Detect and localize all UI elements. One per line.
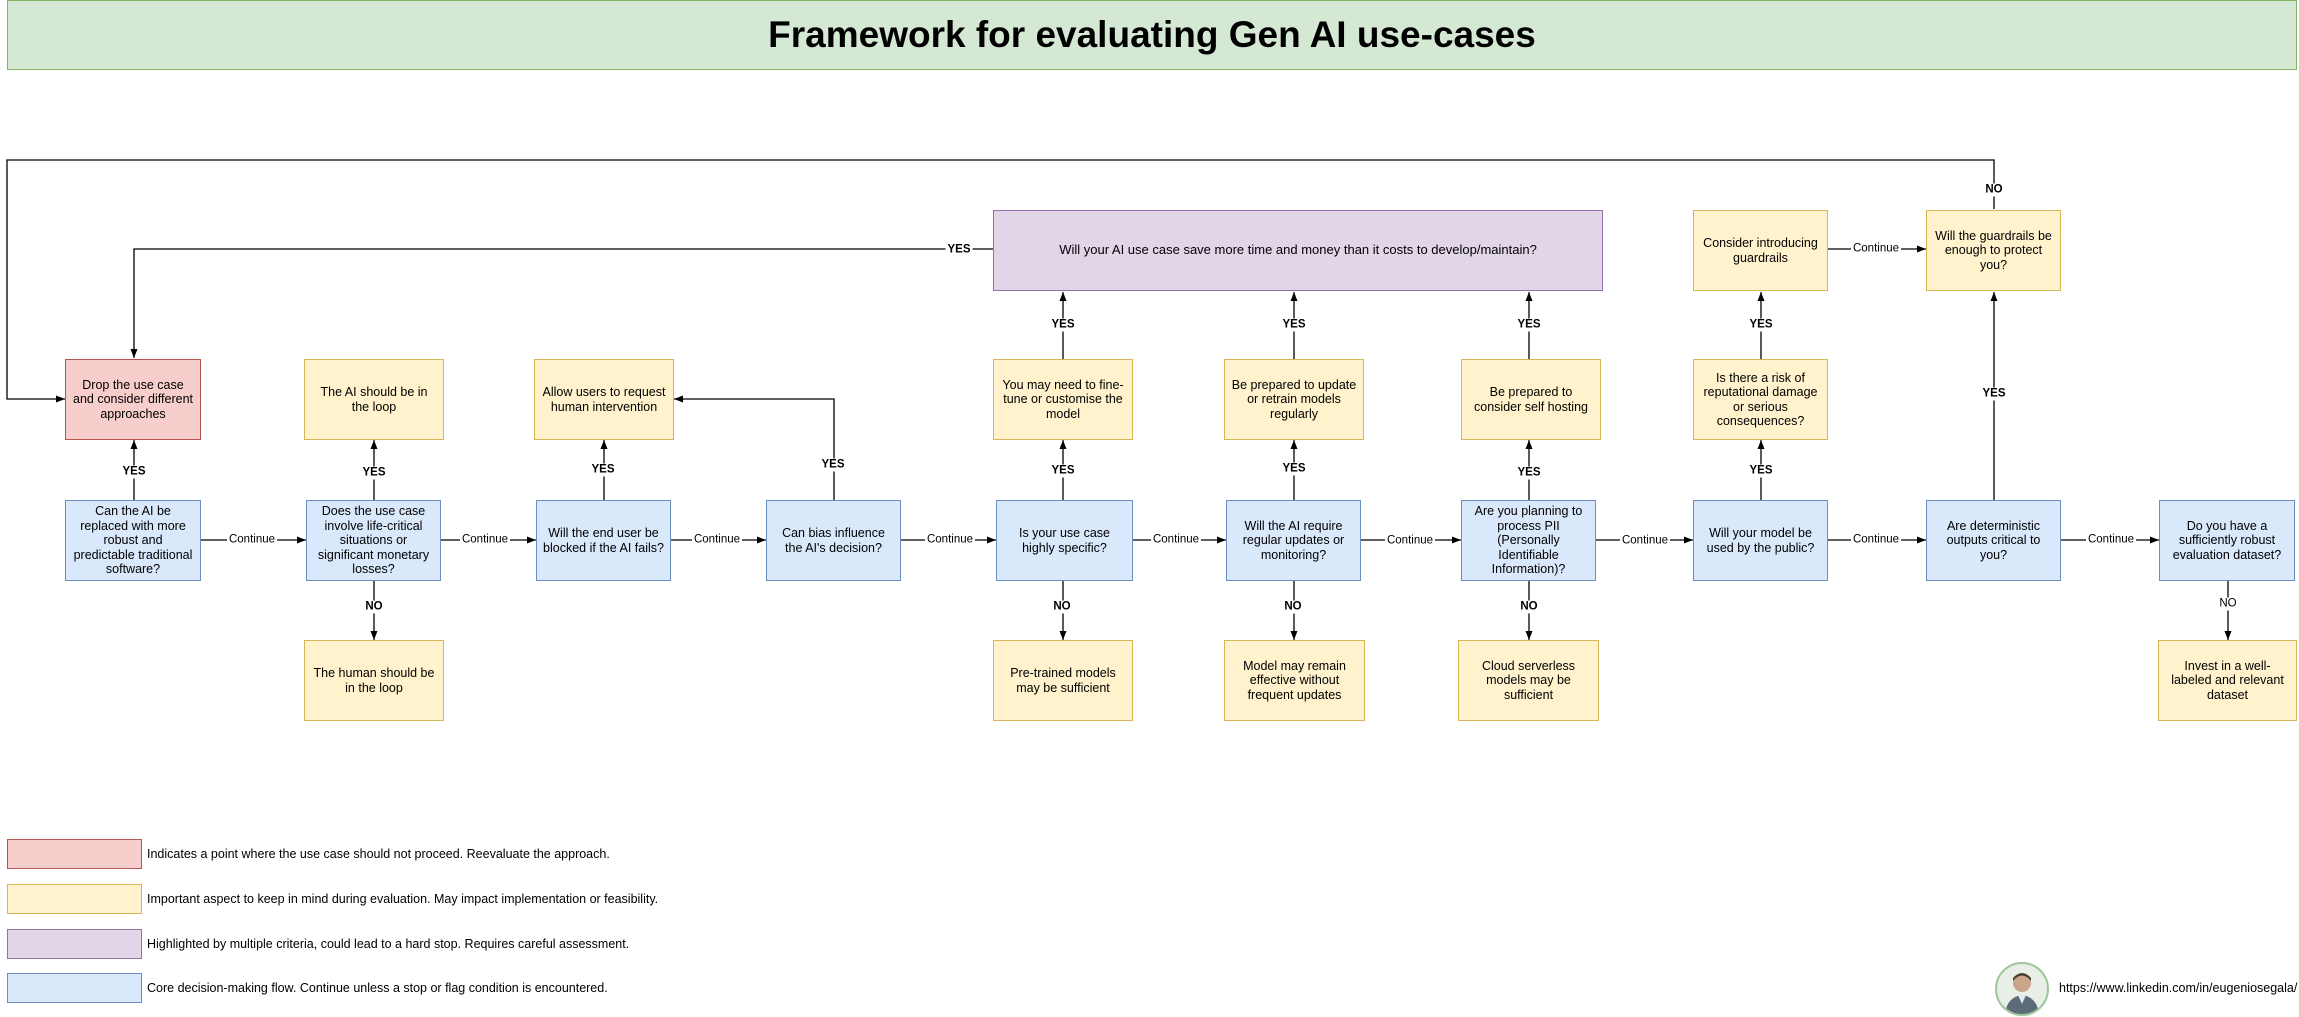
edge-label-yes: YES bbox=[1747, 464, 1775, 478]
edge-label-continue: Continue bbox=[226, 533, 278, 547]
serverless-box: Cloud serverless models may be sufficien… bbox=[1458, 640, 1599, 721]
legend-text-warning: Important aspect to keep in mind during … bbox=[147, 892, 659, 906]
edge-label-no: NO bbox=[1051, 600, 1073, 614]
avatar bbox=[1995, 962, 2049, 1016]
edge-label-no: NO bbox=[1518, 600, 1540, 614]
edge-label-continue: Continue bbox=[1619, 534, 1671, 548]
edge-label-yes: YES bbox=[819, 458, 847, 472]
question-replace-box: Can the AI be replaced with more robust … bbox=[65, 500, 201, 581]
edge-label-yes: YES bbox=[1280, 318, 1308, 332]
edge-label-continue: Continue bbox=[1384, 534, 1436, 548]
edge-label-yes: YES bbox=[589, 463, 617, 477]
edge-label-continue: Continue bbox=[2085, 533, 2137, 547]
edge-label-yes: YES bbox=[360, 466, 388, 480]
question-specific-box: Is your use case highly specific? bbox=[996, 500, 1133, 581]
question-guardrails-enough-box: Will the guardrails be enough to protect… bbox=[1926, 210, 2061, 291]
legend-swatch-highlight bbox=[7, 929, 142, 959]
edge-label-continue: Continue bbox=[691, 533, 743, 547]
edge-label-yes: YES bbox=[1747, 318, 1775, 332]
reputational-risk-box: Is there a risk of reputational damage o… bbox=[1693, 359, 1828, 440]
edge-label-continue: Continue bbox=[1150, 533, 1202, 547]
edge-label-continue: Continue bbox=[459, 533, 511, 547]
pretrained-box: Pre-trained models may be sufficient bbox=[993, 640, 1133, 721]
self-hosting-box: Be prepared to consider self hosting bbox=[1461, 359, 1601, 440]
legend-swatch-warning bbox=[7, 884, 142, 914]
drop-use-case-box: Drop the use case and consider different… bbox=[65, 359, 201, 440]
edge-label-yes: YES bbox=[120, 465, 148, 479]
edge-label-yes: YES bbox=[945, 243, 973, 257]
question-life-critical-box: Does the use case involve life-critical … bbox=[306, 500, 441, 581]
ai-in-loop-box: The AI should be in the loop bbox=[304, 359, 444, 440]
invest-dataset-box: Invest in a well-labeled and relevant da… bbox=[2158, 640, 2297, 721]
question-blocked-box: Will the end user be blocked if the AI f… bbox=[536, 500, 671, 581]
question-deterministic-box: Are deterministic outputs critical to yo… bbox=[1926, 500, 2061, 581]
legend-text-stop: Indicates a point where the use case sho… bbox=[147, 847, 610, 861]
human-in-loop-box: The human should be in the loop bbox=[304, 640, 444, 721]
allow-intervention-box: Allow users to request human interventio… bbox=[534, 359, 674, 440]
legend-swatch-stop bbox=[7, 839, 142, 869]
save-time-money-box: Will your AI use case save more time and… bbox=[993, 210, 1603, 291]
edge-label-yes: YES bbox=[1515, 318, 1543, 332]
edge-label-no: NO bbox=[1282, 600, 1304, 614]
title-banner: Framework for evaluating Gen AI use-case… bbox=[7, 0, 2297, 70]
question-dataset-box: Do you have a sufficiently robust evalua… bbox=[2159, 500, 2295, 581]
question-pii-box: Are you planning to process PII (Persona… bbox=[1461, 500, 1596, 581]
edge-label-yes: YES bbox=[1515, 466, 1543, 480]
edge-label-yes: YES bbox=[1049, 318, 1077, 332]
edge-save-drop bbox=[130, 248, 993, 358]
edge-label-no: NO bbox=[1983, 183, 2005, 197]
edge-label-yes: YES bbox=[1980, 387, 2008, 401]
retrain-box: Be prepared to update or retrain models … bbox=[1224, 359, 1364, 440]
profile-link[interactable]: https://www.linkedin.com/in/eugeniosegal… bbox=[2059, 981, 2298, 995]
edge-label-yes: YES bbox=[1280, 462, 1308, 476]
edge-bias-allow bbox=[674, 395, 835, 500]
consider-guardrails-box: Consider introducing guardrails bbox=[1693, 210, 1828, 291]
edge-label-no: NO bbox=[2217, 597, 2239, 611]
edge-label-continue: Continue bbox=[1850, 533, 1902, 547]
edge-label-continue: Continue bbox=[1850, 242, 1902, 256]
no-updates-box: Model may remain effective without frequ… bbox=[1224, 640, 1365, 721]
edge-label-no: NO bbox=[363, 600, 385, 614]
page-title: Framework for evaluating Gen AI use-case… bbox=[768, 14, 1536, 55]
edge-label-yes: YES bbox=[1049, 464, 1077, 478]
person-icon bbox=[2005, 973, 2039, 1014]
question-updates-box: Will the AI require regular updates or m… bbox=[1226, 500, 1361, 581]
fine-tune-box: You may need to fine-tune or customise t… bbox=[993, 359, 1133, 440]
question-bias-box: Can bias influence the AI's decision? bbox=[766, 500, 901, 581]
legend-text-highlight: Highlighted by multiple criteria, could … bbox=[147, 937, 630, 951]
legend-text-core: Core decision-making flow. Continue unle… bbox=[147, 981, 608, 995]
question-public-box: Will your model be used by the public? bbox=[1693, 500, 1828, 581]
legend-swatch-core bbox=[7, 973, 142, 1003]
edge-label-continue: Continue bbox=[924, 533, 976, 547]
edge-guardrailsq-drop bbox=[6, 159, 1995, 403]
